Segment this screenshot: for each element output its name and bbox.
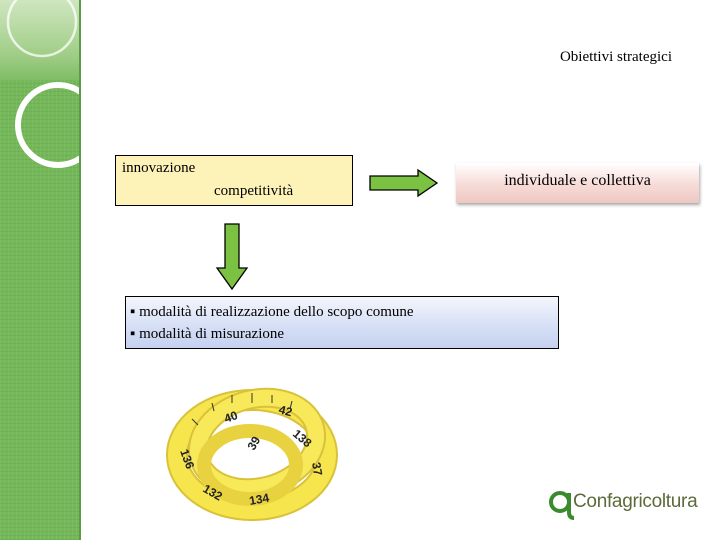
- innovation-box: innovazione competitività: [115, 155, 353, 206]
- bullet-item: ▪ modalità di misurazione: [130, 326, 285, 342]
- innovation-label: innovazione: [122, 160, 196, 176]
- sidebar-circle-outline: [6, 0, 78, 58]
- measuring-tape-image: 40 42 138 136 39 37 134 132: [166, 387, 338, 521]
- tape-number: 134: [248, 491, 270, 508]
- sidebar-edge: [79, 0, 81, 540]
- individual-box: individuale e collettiva: [456, 163, 699, 203]
- modalities-box: ▪ modalità di realizzazione dello scopo …: [125, 296, 559, 349]
- tape-number: 42: [277, 402, 294, 419]
- bullet-text: modalità di misurazione: [139, 326, 285, 342]
- slide-title: Obiettivi strategici: [559, 49, 672, 65]
- tape-number: 39: [244, 434, 263, 453]
- down-arrow: [215, 223, 249, 291]
- tape-number: 136: [177, 447, 197, 471]
- sidebar-circle-ring: [15, 82, 79, 168]
- tape-number: 37: [309, 461, 325, 477]
- decorative-sidebar: [0, 0, 79, 540]
- right-arrow: [369, 168, 439, 198]
- tape-number: 40: [222, 408, 240, 426]
- bullet-item: ▪ modalità di realizzazione dello scopo …: [130, 304, 414, 320]
- competitiveness-label: competitività: [214, 183, 294, 199]
- logo-text: Confagricoltura: [573, 491, 698, 512]
- sidebar-circles: [6, 0, 79, 168]
- logo-mark-icon: [549, 491, 574, 520]
- individual-label: individuale e collettiva: [504, 172, 651, 189]
- confagricoltura-logo: Confagricoltura: [546, 482, 698, 522]
- bullet-text: modalità di realizzazione dello scopo co…: [139, 304, 414, 320]
